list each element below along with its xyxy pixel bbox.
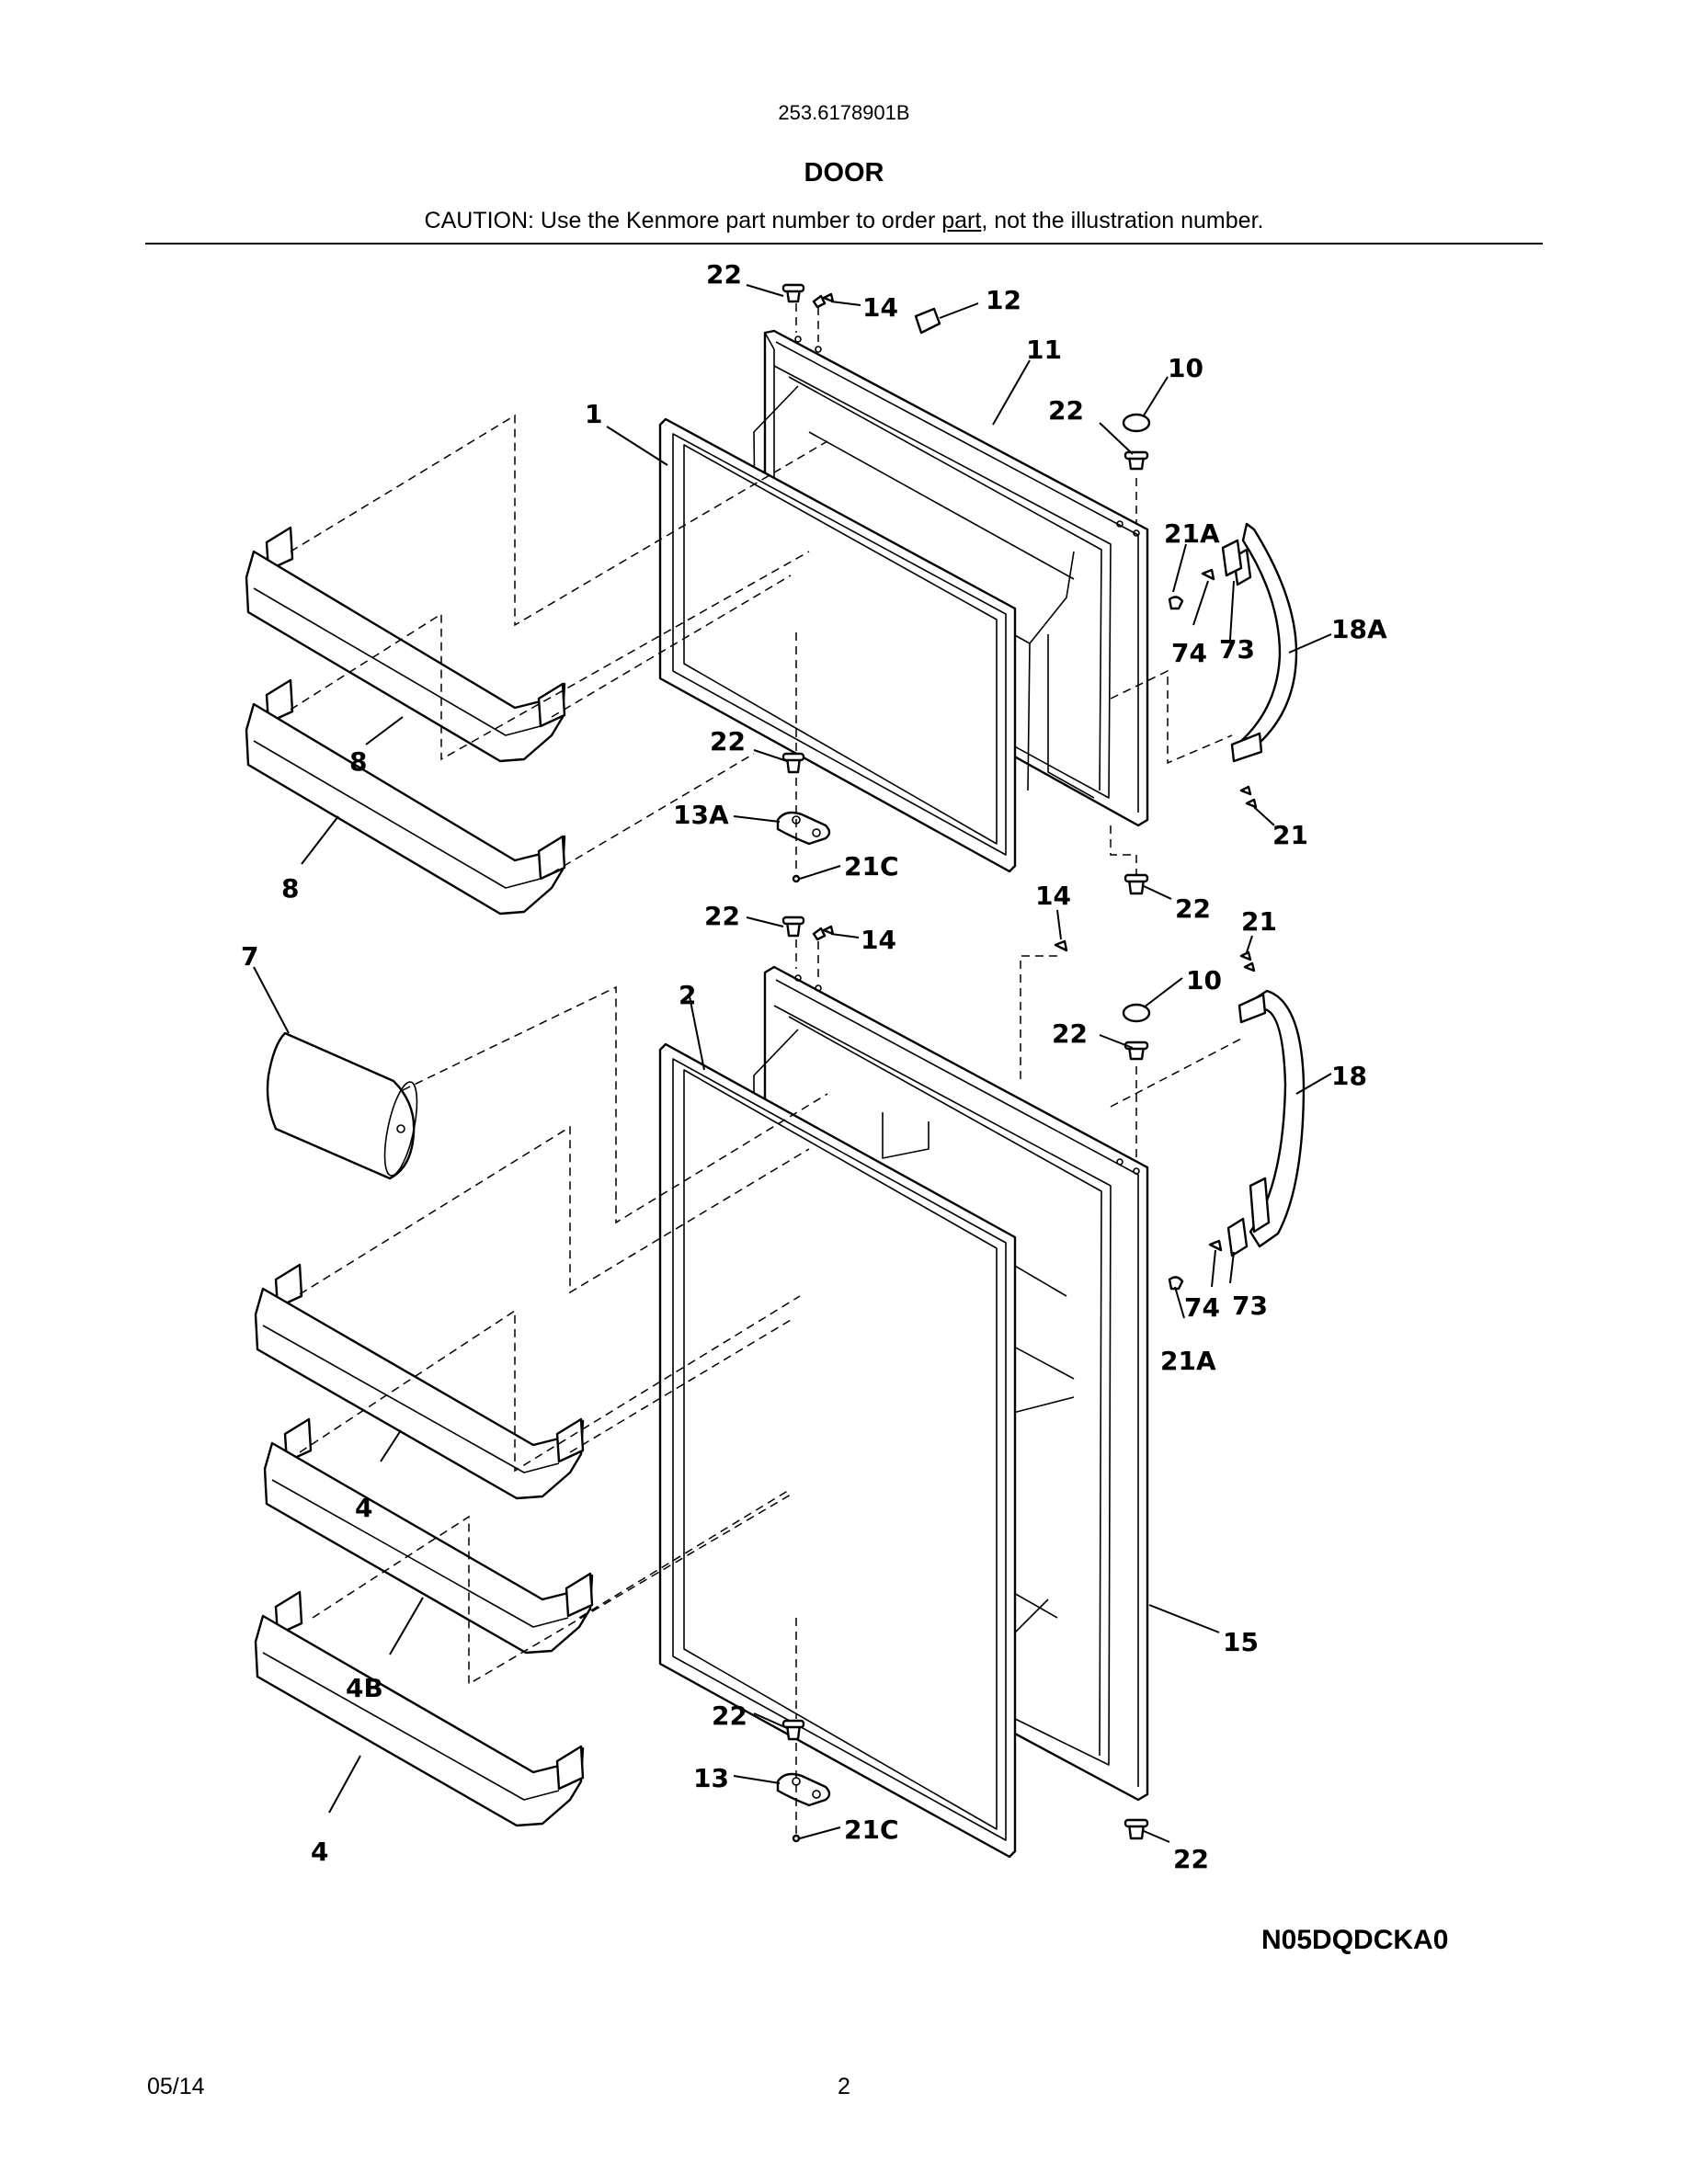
callout-2: 2 <box>679 980 696 1010</box>
callout-22: 22 <box>712 1701 747 1731</box>
callout-21A: 21A <box>1164 518 1220 549</box>
callout-8: 8 <box>281 873 299 904</box>
callout-14: 14 <box>861 925 896 955</box>
door-shelf-8-lower <box>245 678 566 916</box>
callout-73: 73 <box>1232 1291 1268 1321</box>
fresh-food-door-gasket <box>658 1042 1017 1859</box>
callout-18A: 18A <box>1331 614 1387 644</box>
callout-22: 22 <box>704 901 740 931</box>
caution-note: CAUTION: Use the Kenmore part number to … <box>0 208 1688 234</box>
callout-12: 12 <box>986 285 1021 315</box>
callout-21: 21 <box>1272 820 1308 850</box>
callout-13A: 13A <box>673 800 729 830</box>
callout-10: 10 <box>1186 965 1222 995</box>
callout-4: 4 <box>355 1493 372 1523</box>
callout-1: 1 <box>585 399 602 429</box>
callout-14: 14 <box>862 292 898 323</box>
door-shelf-4B <box>263 1417 594 1655</box>
callout-21C: 21C <box>844 1814 899 1845</box>
caution-text-end: , not the illustration number. <box>981 208 1264 233</box>
callout-15: 15 <box>1223 1627 1259 1657</box>
footer-date: 05/14 <box>147 2074 205 2099</box>
dairy-bin-7 <box>266 1031 418 1180</box>
callout-22: 22 <box>1175 893 1211 924</box>
callout-21C: 21C <box>844 851 899 882</box>
callout-4: 4 <box>311 1837 328 1867</box>
callout-74: 74 <box>1184 1292 1220 1323</box>
freezer-door-gasket <box>658 417 1017 873</box>
callout-21: 21 <box>1241 906 1277 937</box>
callout-11: 11 <box>1026 335 1062 365</box>
callout-22: 22 <box>710 726 746 756</box>
callout-leader-lines <box>253 284 1332 1843</box>
hardware-fasteners <box>781 283 1258 1843</box>
callout-8: 8 <box>349 746 367 777</box>
callout-22: 22 <box>1052 1018 1088 1049</box>
callout-22: 22 <box>1048 395 1084 426</box>
callout-22: 22 <box>706 259 742 290</box>
door-shelf-8-upper <box>245 526 566 763</box>
door-shelf-4-lower <box>254 1590 585 1827</box>
page-number: 2 <box>838 2074 850 2099</box>
callout-74: 74 <box>1171 638 1207 668</box>
callout-14: 14 <box>1035 881 1071 911</box>
caution-text-start: CAUTION: Use the Kenmore part number to … <box>424 208 942 233</box>
label-12 <box>914 307 941 335</box>
freezer-handle-18A <box>1221 522 1298 763</box>
callout-4B: 4B <box>346 1673 383 1703</box>
door-shelf-4-upper <box>254 1263 585 1500</box>
callout-18: 18 <box>1331 1061 1367 1091</box>
diagram-code: N05DQDCKA0 <box>1261 1925 1449 1955</box>
model-number: 253.6178901B <box>778 101 910 124</box>
fresh-food-handle-18 <box>1226 989 1306 1257</box>
hinge-13 <box>776 1772 831 1807</box>
header-rule <box>145 243 1543 245</box>
callout-labels: 22 14 12 11 10 22 1 21A 74 73 18A 8 22 1… <box>241 259 1387 1874</box>
hinge-13A <box>776 811 831 846</box>
callout-21A: 21A <box>1160 1346 1216 1376</box>
callout-73: 73 <box>1219 634 1255 665</box>
callout-13: 13 <box>693 1763 729 1793</box>
assembly-guide-lines <box>290 303 1242 1837</box>
callout-10: 10 <box>1168 353 1203 383</box>
section-title: DOOR <box>804 158 884 188</box>
callout-7: 7 <box>241 941 258 972</box>
callout-22: 22 <box>1173 1844 1209 1874</box>
caution-part-link[interactable]: part <box>941 208 982 233</box>
